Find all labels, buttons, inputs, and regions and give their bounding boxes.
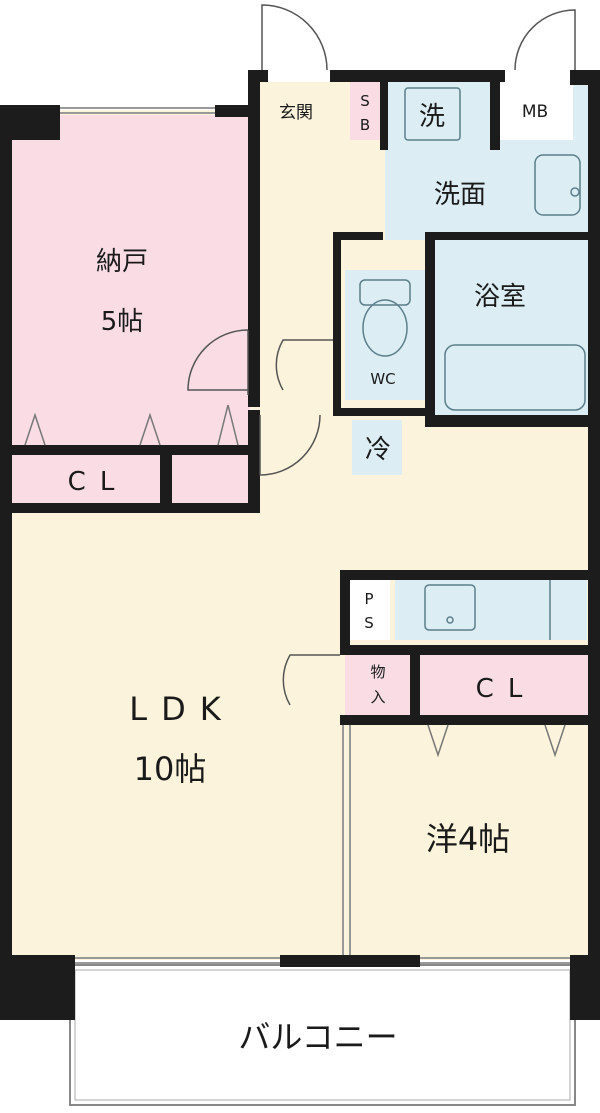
kitchen-counter xyxy=(395,580,587,640)
shoe-box-area xyxy=(350,82,380,140)
pipe-space-label-1: P xyxy=(364,590,373,608)
doors xyxy=(187,4,576,706)
closet-western-label: CL xyxy=(476,674,537,704)
genkan-label: 玄関 xyxy=(279,103,313,123)
balcony-rail xyxy=(74,969,571,1101)
meter-box-area xyxy=(498,80,573,140)
washroom-label: 洗面 xyxy=(434,180,486,210)
fixtures xyxy=(359,87,586,640)
nando-label: 納戸 xyxy=(96,247,148,277)
genkan-area xyxy=(260,82,350,147)
nando-room xyxy=(10,115,250,455)
fridge-label: 冷 xyxy=(365,435,391,465)
nando-size-label: 5帖 xyxy=(101,307,144,337)
windows xyxy=(60,107,570,964)
shoe-box-label-1: S xyxy=(360,92,370,110)
western-label: 洋4帖 xyxy=(426,820,510,858)
balcony-label: バルコニー xyxy=(238,1018,397,1056)
storage-label-1: 物 xyxy=(370,663,385,681)
washer-label: 洗 xyxy=(419,102,445,132)
toilet-label: WC xyxy=(370,370,395,388)
storage-label-2: 入 xyxy=(370,688,385,706)
toilet-area xyxy=(345,270,425,400)
walls xyxy=(0,70,600,1020)
bathroom-label: 浴室 xyxy=(474,282,526,312)
pipe-space-label-2: S xyxy=(364,614,374,632)
ldk-label: LDK xyxy=(129,690,234,728)
closet-nando-area xyxy=(10,455,250,505)
closet-doors xyxy=(24,404,566,758)
closet-western-area xyxy=(420,655,588,715)
pipe-space-area xyxy=(350,580,390,640)
fridge-area xyxy=(352,420,402,475)
meter-box-label: MB xyxy=(522,102,548,122)
ldk-size-label: 10帖 xyxy=(134,750,207,788)
bathroom-area xyxy=(435,240,590,420)
shoe-box-label-2: B xyxy=(360,116,370,134)
closet-nando-label: CL xyxy=(68,467,129,497)
balcony-area xyxy=(69,964,576,1106)
storage-area xyxy=(345,655,410,715)
